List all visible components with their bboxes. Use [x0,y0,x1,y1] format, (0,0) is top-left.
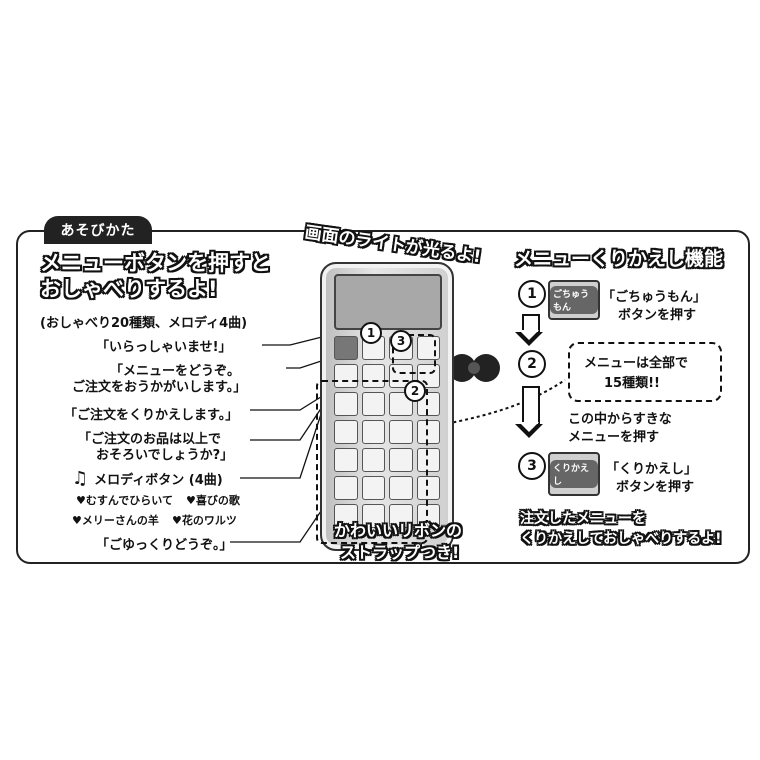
ribbon-callout-line2: ストラップつき! [340,543,460,562]
step-3-line2: ボタンを押す [616,480,695,495]
device-button[interactable] [361,392,385,416]
menu-toy-device [320,262,454,551]
device-button[interactable] [389,420,413,444]
bubble-line1: メニューは全部で [584,356,689,371]
device-button[interactable] [389,504,413,528]
device-button[interactable] [334,392,358,416]
device-button[interactable] [416,420,440,444]
song-3: ♥メリーさんの羊 [72,514,159,527]
device-button[interactable] [361,476,385,500]
down-arrow-1 [522,314,540,334]
melody-button-label: ♫ メロディボタン (4曲) [72,468,223,489]
menu-count-bubble [568,342,722,402]
song-1: ♥むすんでひらいて [76,494,173,507]
song-4: ♥花のワルツ [172,514,237,527]
repeat-button-thumbnail: くりかえし [548,452,600,496]
marker-3: 3 [390,330,412,352]
repeat-button-highlight [392,334,436,374]
section-tab: あそびかた [44,216,152,244]
melody-label-text: メロディボタン (4曲) [94,473,223,488]
phrase-complete-1: 「ご注文のお品は以上で [78,432,222,447]
marker-1: 1 [360,322,382,344]
repeat-button-thumb-label: くりかえし [550,460,598,488]
left-heading-line2: おしゃべりするよ! [40,277,218,301]
step-1-line1: 「ごちゅうもん」 [602,290,707,305]
marker-2: 2 [404,380,426,402]
talk-count-subtitle: (おしゃべり20種類、メロディ4曲) [40,316,248,331]
step-2-number: 2 [518,350,546,378]
song-2: ♥喜びの歌 [186,494,240,507]
device-button[interactable] [334,420,358,444]
ribbon-callout-line1: かわいいリボンの [334,521,463,540]
ribbon-icon [444,354,500,521]
order-button-thumb-label: ごちゅうもん [550,286,598,314]
phrase-repeat: 「ご注文をくりかえします。」 [64,408,239,423]
device-button[interactable] [416,448,440,472]
device-button[interactable] [361,420,385,444]
phrase-order: ご注文をおうかがいします。」 [72,380,247,395]
device-button[interactable] [361,448,385,472]
down-arrow-2-head [515,422,543,438]
step-2-line1: この中からすきな [568,412,672,427]
device-button[interactable] [334,336,358,360]
left-heading-line1: メニューボタンを押すと [40,251,271,275]
step-1-line2: ボタンを押す [618,308,697,323]
order-button-thumbnail: ごちゅうもん [548,280,600,320]
phrase-enjoy: 「ごゆっくりどうぞ。」 [96,538,233,553]
menu-button-grid [334,336,440,528]
step-1-number: 1 [518,280,546,308]
phrase-complete-2: おそろいでしょうか?」 [96,448,234,463]
device-button[interactable] [334,476,358,500]
device-button[interactable] [416,504,440,528]
phrase-welcome: 「いらっしゃいませ!」 [96,340,232,355]
footer-line1: 注文したメニューを [520,511,646,527]
step-2-line2: メニューを押す [568,430,660,445]
phrase-menu: 「メニューをどうぞ。 [110,364,241,379]
device-button[interactable] [361,364,385,388]
device-button[interactable] [389,476,413,500]
device-button[interactable] [361,504,385,528]
device-button[interactable] [334,448,358,472]
device-button[interactable] [416,476,440,500]
footer-line2: くりかえしておしゃべりするよ! [520,531,722,547]
device-button[interactable] [389,448,413,472]
down-arrow-1-head [515,330,543,346]
menu-area-highlight [316,380,428,544]
down-arrow-2 [522,386,540,426]
right-heading: メニューくりかえし機能 [514,248,724,270]
step-3-line1: 「くりかえし」 [606,462,698,477]
step-3-number: 3 [518,452,546,480]
bubble-line2: 15種類!! [604,376,660,391]
music-note-icon: ♫ [72,468,89,489]
device-button[interactable] [334,364,358,388]
device-button[interactable] [334,504,358,528]
device-screen [334,274,442,330]
